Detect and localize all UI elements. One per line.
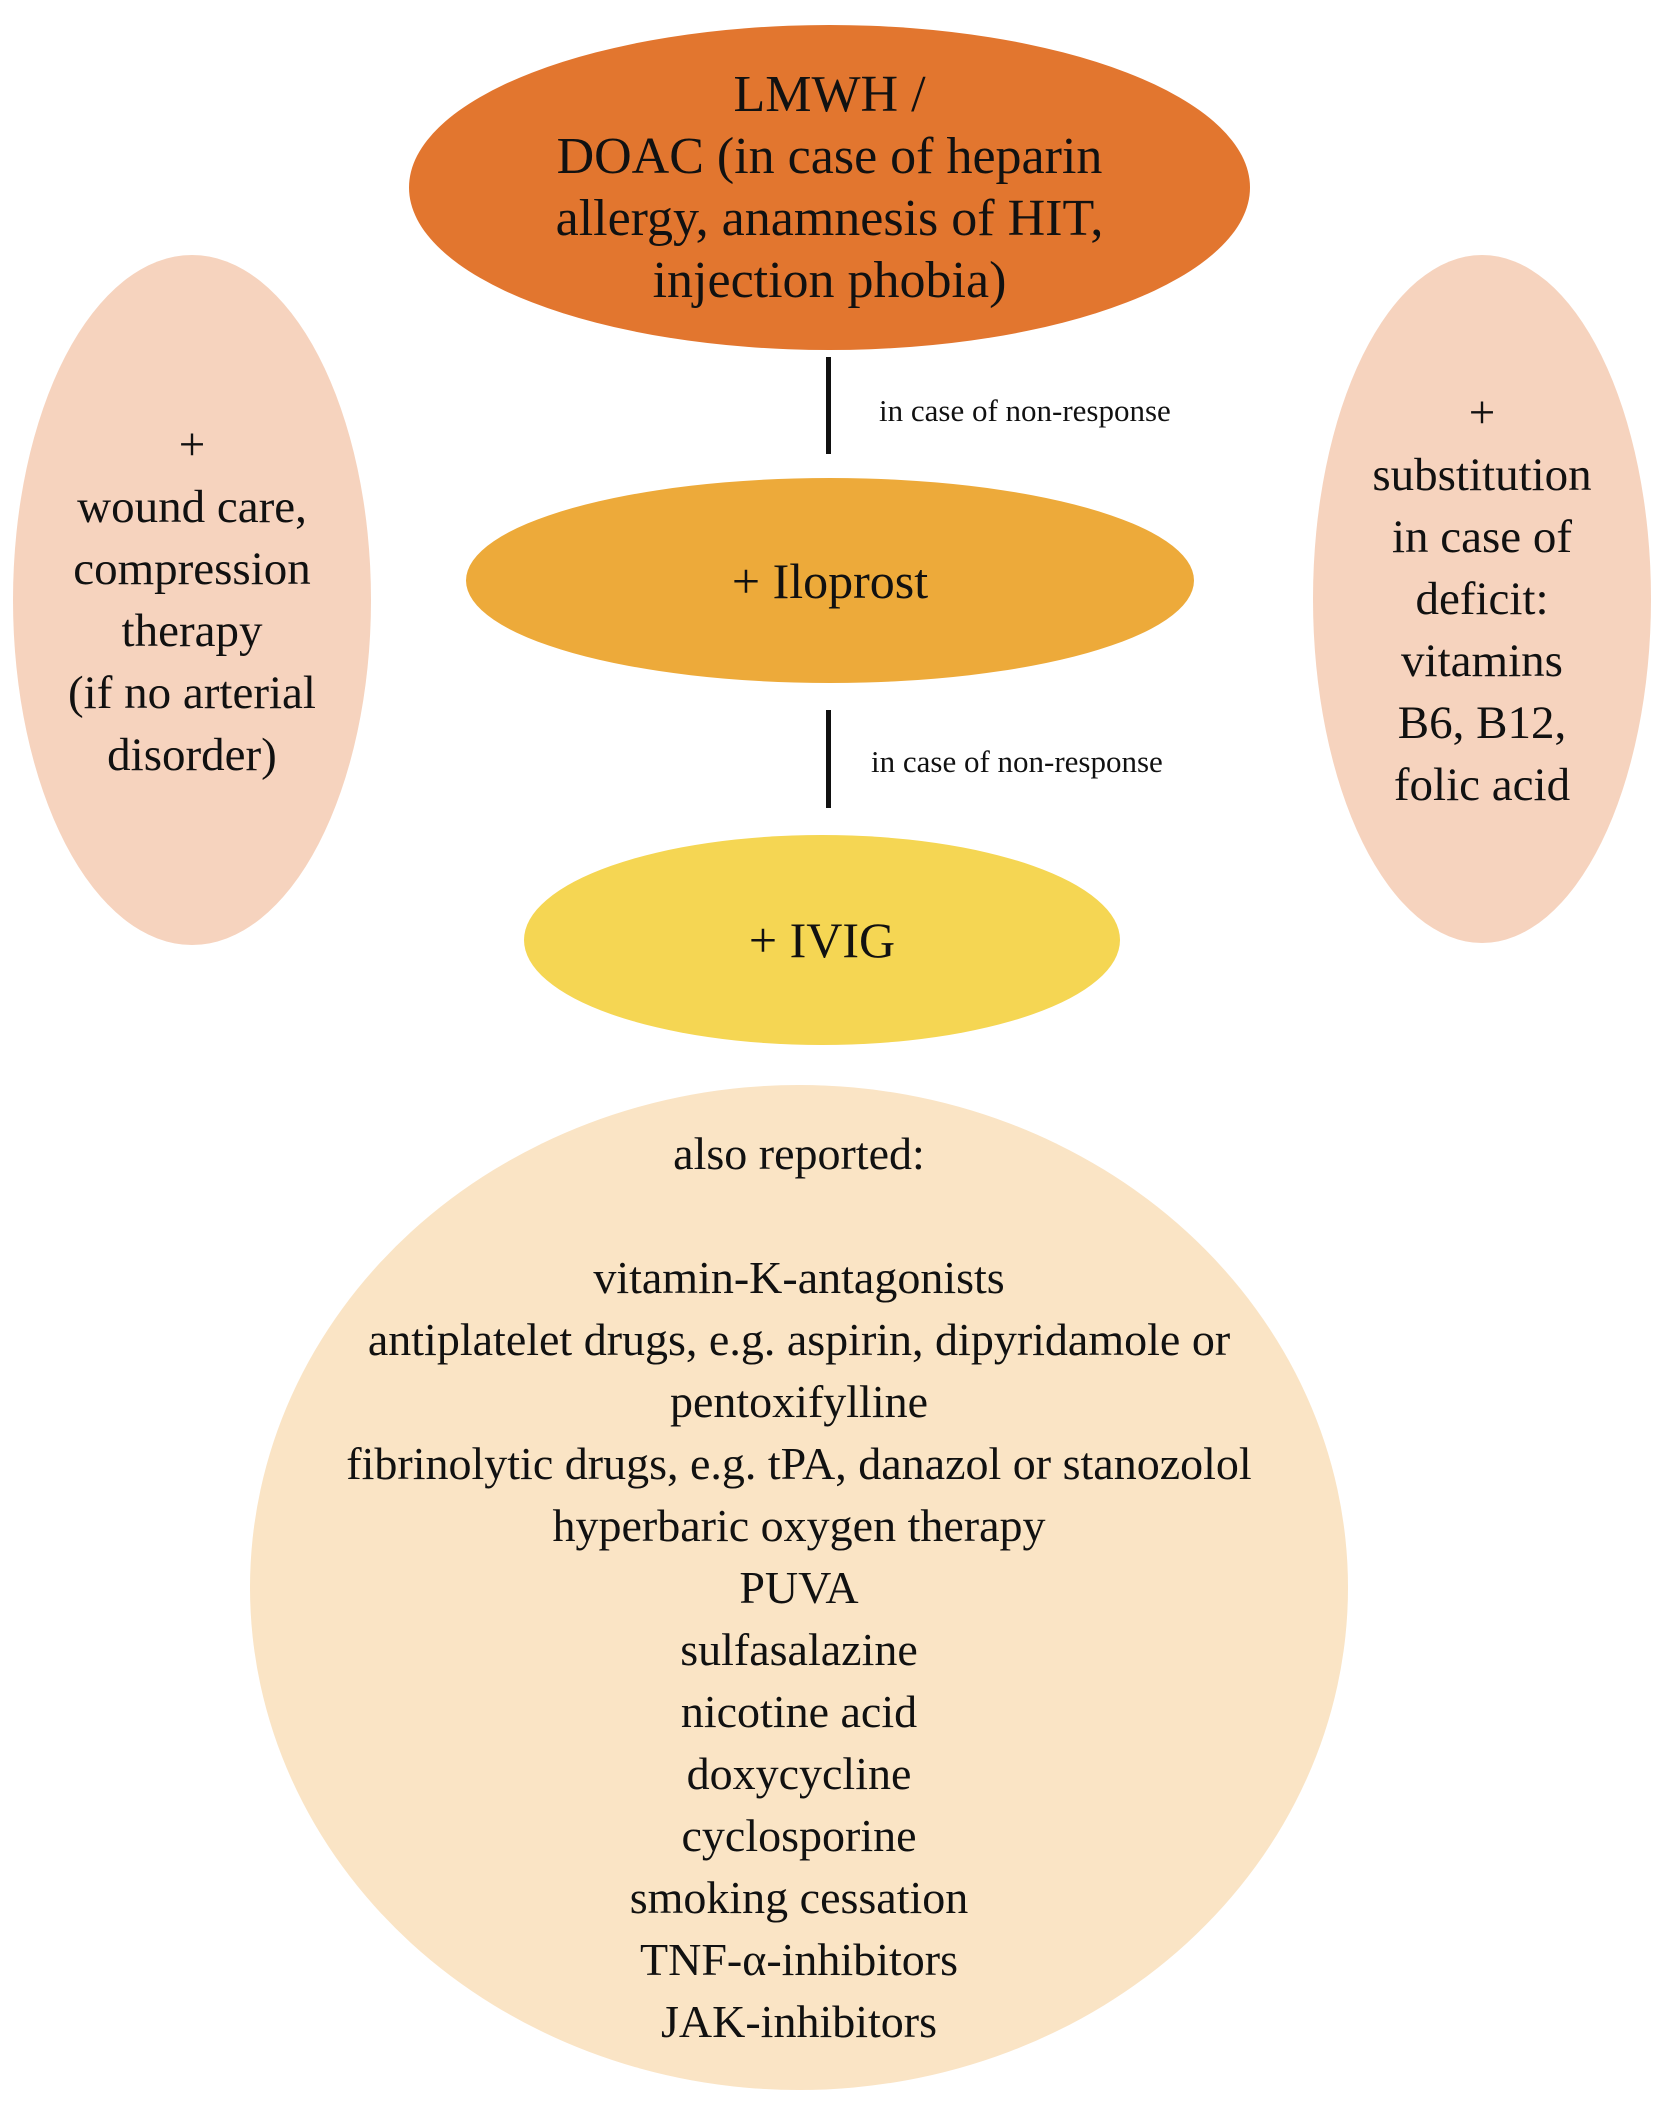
node-vitamin-line: B6, B12, <box>1397 697 1567 749</box>
node-wound-care-line: compression <box>73 543 311 595</box>
node-ivig: + IVIG <box>524 835 1120 1045</box>
also-reported-item: doxycycline <box>686 1747 912 1799</box>
edge-label-non-response: in case of non-response <box>871 744 1163 779</box>
also-reported-item: nicotine acid <box>680 1685 918 1737</box>
node-wound-care-line: wound care, <box>77 481 307 533</box>
also-reported-item: hyperbaric oxygen therapy <box>552 1499 1046 1551</box>
also-reported-item: TNF-α-inhibitors <box>640 1933 958 1985</box>
node-vitamin-substitution: + substitution in case of deficit: vitam… <box>1313 255 1651 943</box>
also-reported-heading: also reported: <box>673 1127 925 1179</box>
connector-iloprost-to-ivig <box>826 710 831 808</box>
also-reported-item: fibrinolytic drugs, e.g. tPA, danazol or… <box>346 1437 1252 1489</box>
also-reported-item: pentoxifylline <box>669 1375 929 1427</box>
node-lmwh-line: DOAC (in case of heparin <box>556 127 1103 185</box>
node-wound-care-line: (if no arterial <box>68 667 316 719</box>
node-vitamin-line: in case of <box>1391 511 1573 563</box>
also-reported-item: antiplatelet drugs, e.g. aspirin, dipyri… <box>367 1313 1231 1365</box>
node-lmwh-doac: LMWH / DOAC (in case of heparin allergy,… <box>409 25 1250 350</box>
also-reported-item: JAK-inhibitors <box>661 1995 937 2047</box>
also-reported-item: smoking cessation <box>629 1871 969 1923</box>
connector-primary-to-iloprost <box>826 357 831 454</box>
node-iloprost: + Iloprost <box>466 478 1194 683</box>
node-lmwh-line: allergy, anamnesis of HIT, <box>555 189 1104 247</box>
node-wound-care-line: therapy <box>121 605 263 657</box>
also-reported-item: cyclosporine <box>681 1809 917 1861</box>
node-vitamin-line: deficit: <box>1415 573 1549 625</box>
also-reported-item: sulfasalazine <box>680 1623 918 1675</box>
node-ivig-label: + IVIG <box>748 912 896 968</box>
node-lmwh-line: injection phobia) <box>652 251 1007 309</box>
node-vitamin-line: vitamins <box>1401 635 1563 687</box>
node-vitamin-line: + <box>1468 387 1496 439</box>
node-lmwh-line: LMWH / <box>733 65 926 123</box>
node-also-reported: also reported: vitamin-K-antagonists ant… <box>250 1085 1348 2090</box>
node-vitamin-line: folic acid <box>1393 759 1571 811</box>
node-wound-care-line: disorder) <box>107 729 277 781</box>
node-iloprost-label: + Iloprost <box>731 552 929 609</box>
also-reported-item: vitamin-K-antagonists <box>593 1251 1005 1303</box>
edge-label-non-response: in case of non-response <box>879 393 1171 428</box>
node-wound-care-line: + <box>178 419 206 471</box>
also-reported-item: PUVA <box>739 1561 859 1613</box>
node-wound-care: + wound care, compression therapy (if no… <box>13 255 371 945</box>
node-vitamin-line: substitution <box>1372 449 1592 501</box>
